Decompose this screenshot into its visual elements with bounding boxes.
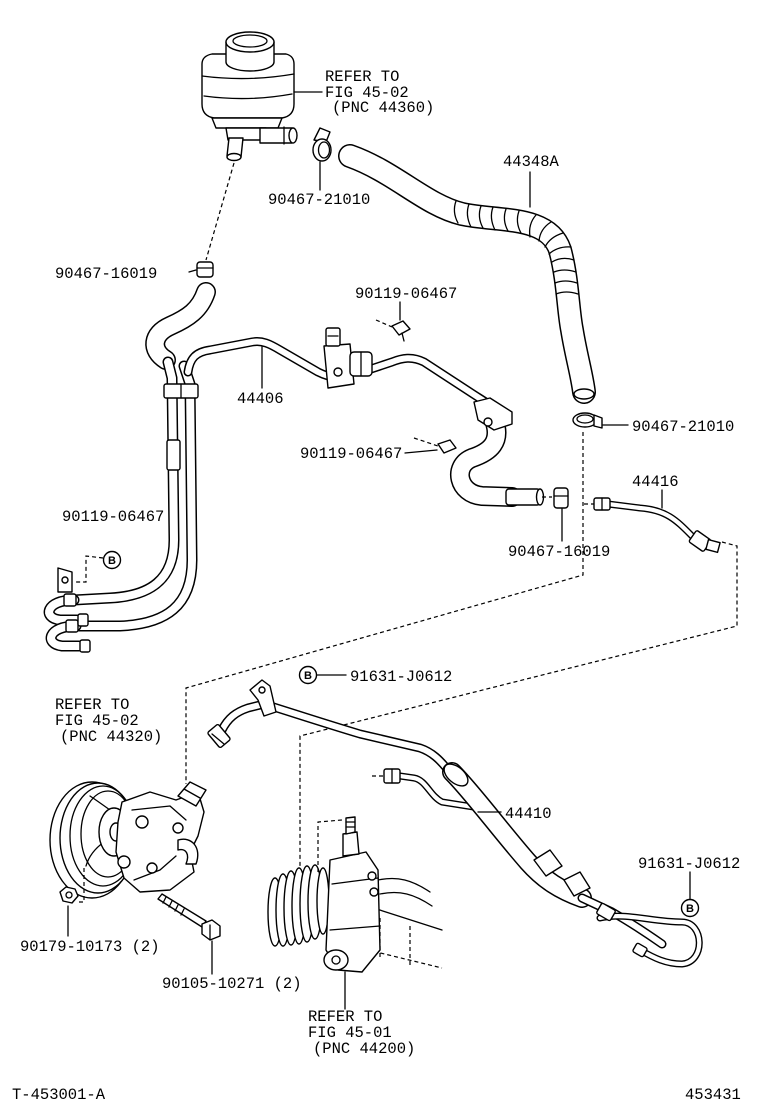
bolt-pump-head <box>201 919 221 941</box>
tube-44406 <box>188 341 498 412</box>
label-bolt-left: 90119-06467 <box>62 508 164 526</box>
ref-marker-b-lower: B <box>680 898 700 918</box>
label-clamp-lower: 90467-16019 <box>508 543 610 561</box>
label-clamp-left: 90467-16019 <box>55 265 157 283</box>
figure-number: 453431 <box>685 1086 741 1104</box>
flow-control-valve <box>323 327 373 389</box>
tube-44416 <box>584 489 721 554</box>
hose-44348a <box>350 156 594 399</box>
steering-boot <box>267 864 330 947</box>
steering-gear <box>267 816 443 1010</box>
label-hose-44410: 44410 <box>505 805 552 823</box>
hose-44410-nut <box>632 942 648 958</box>
hose-44348a-sleeve <box>453 200 579 295</box>
reservoir-tank <box>201 31 323 162</box>
fitting <box>65 619 79 633</box>
refer-reservoir-line2: FIG 45-02 <box>325 84 409 102</box>
label-clamp-b-upper: 91631-J0612 <box>350 668 452 686</box>
power-steering-pump <box>49 781 207 899</box>
label-bolt-upper: 90119-06467 <box>355 285 457 303</box>
valve-solenoid <box>325 327 341 347</box>
leader-bolt-middle <box>404 449 438 454</box>
clamp-right <box>572 412 629 429</box>
clamp-top <box>312 127 332 191</box>
refer-gear-line3: (PNC 44200) <box>313 1040 415 1058</box>
clamp-top-ring <box>312 138 332 162</box>
return-tube-cooler <box>49 362 199 653</box>
hose-bracket <box>473 397 513 431</box>
pump-suction-port <box>177 838 199 865</box>
reservoir-outlet-end <box>226 152 242 162</box>
clamp-top-ring-inner <box>317 141 331 159</box>
label-tube-44406: 44406 <box>237 390 284 408</box>
label-clamp-right: 90467-21010 <box>632 418 734 436</box>
marker-b-text: B <box>304 670 312 682</box>
marker-b-text: B <box>108 555 116 567</box>
tube-44416-thread <box>705 538 721 554</box>
label-bolt-pump: 90105-10271 (2) <box>162 975 302 993</box>
clamp-left <box>188 261 214 278</box>
reservoir-seam-lower <box>203 93 293 100</box>
label-clamp-top: 90467-21010 <box>268 191 370 209</box>
pressure-line-nut <box>207 723 231 749</box>
hose-44348a-end <box>573 388 595 400</box>
ref-marker-b-left: B <box>102 550 122 570</box>
bolt-pump <box>157 893 221 975</box>
refer-pump-line2: FIG 45-02 <box>55 712 139 730</box>
dashed-link-return <box>185 432 584 784</box>
clamp-lower <box>553 487 569 542</box>
hose-44410-crimp <box>533 849 563 877</box>
reservoir-outlet-side-end <box>288 127 298 144</box>
hose-nipple <box>505 488 541 506</box>
hose-44410-band <box>443 763 469 787</box>
fitting <box>63 593 77 607</box>
fitting <box>79 639 91 653</box>
gear-mount <box>323 949 349 971</box>
reservoir-body <box>201 53 295 119</box>
label-tube-44416: 44416 <box>632 473 679 491</box>
return-tube-gear <box>372 768 480 808</box>
ref-marker-b-upper: B <box>298 665 318 685</box>
refer-reservoir-line3: (PNC 44360) <box>332 99 434 117</box>
reservoir-seam <box>201 73 295 80</box>
dashed-link-reservoir <box>205 162 235 261</box>
illustration-id: T-453001-A <box>12 1086 106 1104</box>
dashed-link-supply <box>299 541 738 878</box>
label-bolt-middle: 90119-06467 <box>300 445 402 463</box>
bolt-middle <box>404 437 457 454</box>
nut-pump <box>59 868 85 937</box>
tube-sleeve <box>166 439 181 471</box>
marker-b-text: B <box>686 903 694 915</box>
leader-clamp-left <box>188 269 197 273</box>
refer-pump-line1: REFER TO <box>55 696 129 714</box>
label-nut-pump: 90179-10173 (2) <box>20 938 160 956</box>
label-clamp-b-lower: 91631-J0612 <box>638 855 740 873</box>
refer-gear-line1: REFER TO <box>308 1008 382 1026</box>
dashed-link-bracket <box>74 555 104 583</box>
fitting <box>77 613 89 627</box>
reservoir-cap-ridge <box>232 34 268 48</box>
reservoir-skirt <box>211 117 283 129</box>
refer-pump-line3: (PNC 44320) <box>60 728 162 746</box>
pressure-line <box>207 679 448 770</box>
refer-gear-line2: FIG 45-01 <box>308 1024 392 1042</box>
hose-right <box>460 397 552 506</box>
hose-44410 <box>440 760 699 964</box>
bolt-upper <box>375 301 411 342</box>
reservoir-outlet-side <box>259 127 293 144</box>
refer-reservoir-line1: REFER TO <box>325 68 399 86</box>
pressure-line-bracket <box>249 679 277 717</box>
input-shaft <box>342 831 360 857</box>
hose-44410-crimp <box>563 871 591 897</box>
label-hose-44348a: 44348A <box>503 153 560 171</box>
pulley-spoke <box>89 795 111 811</box>
hose-44410-nut <box>596 902 616 922</box>
